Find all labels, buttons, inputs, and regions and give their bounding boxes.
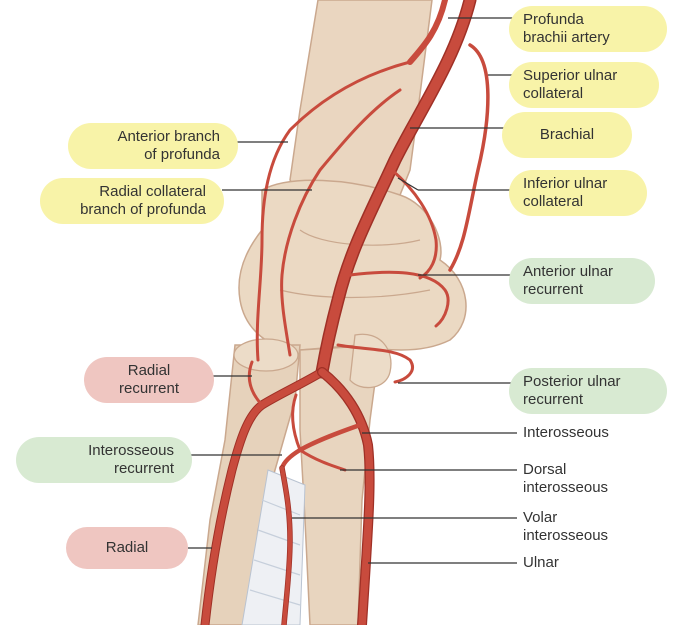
interosseous-recurrent-artery — [293, 395, 300, 450]
label-brachial: Brachial — [502, 112, 632, 158]
label-ulnar: Ulnar — [523, 554, 559, 572]
superior-ulnar-collateral-artery — [450, 45, 488, 270]
label-interosseous: Interosseous — [523, 424, 609, 442]
label-radial: Radial — [66, 527, 188, 569]
